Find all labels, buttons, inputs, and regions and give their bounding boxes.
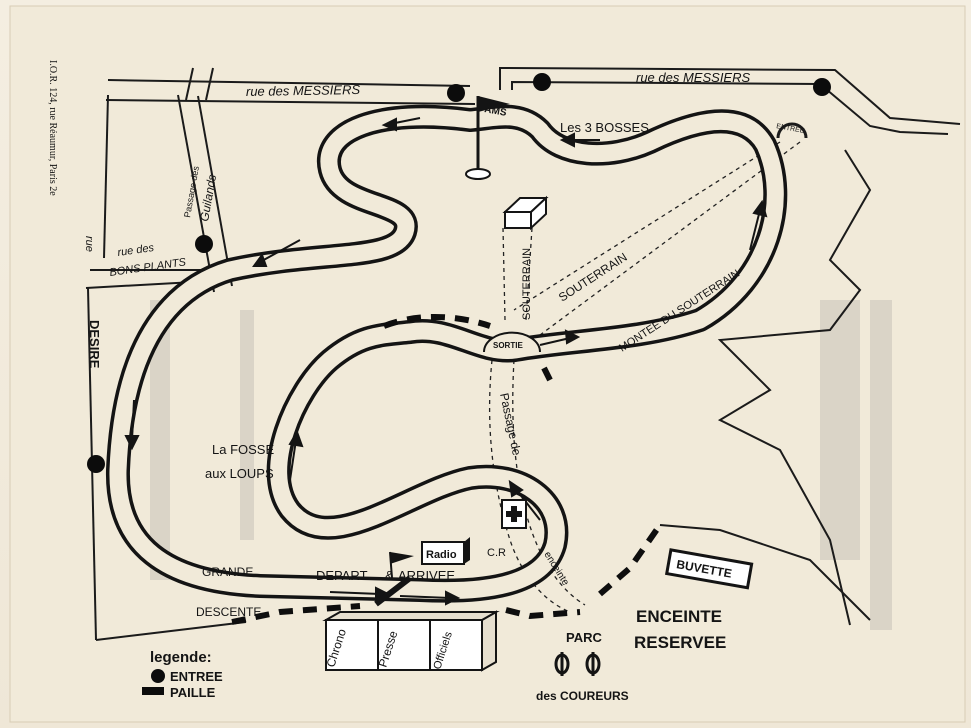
entree-dot bbox=[813, 78, 831, 96]
place-label: ARRIVEE bbox=[398, 568, 455, 583]
legend-paille-symbol bbox=[142, 687, 164, 695]
street-label: rue bbox=[83, 236, 95, 252]
place-label: RESERVEE bbox=[634, 633, 726, 652]
legend-paille: PAILLE bbox=[170, 685, 216, 700]
legend-title: legende: bbox=[150, 649, 212, 666]
place-label: DEPART bbox=[316, 568, 368, 583]
radio-booth bbox=[421, 537, 470, 565]
place-label: aux LOUPS bbox=[205, 466, 274, 481]
place-label: AMS bbox=[483, 104, 507, 119]
direction-arrows bbox=[124, 117, 768, 606]
entree-dot bbox=[87, 455, 105, 473]
entree-dot bbox=[533, 73, 551, 91]
sortie-arch bbox=[483, 331, 541, 353]
street-label: rue des MESSIERS bbox=[636, 70, 750, 85]
legend-entree-symbol bbox=[151, 669, 165, 683]
place-label: SORTIE bbox=[493, 341, 523, 350]
street-label: rue des MESSIERS bbox=[246, 82, 361, 99]
place-label: Les 3 BOSSES bbox=[560, 120, 649, 135]
house-icon bbox=[502, 195, 549, 231]
start-line bbox=[374, 575, 412, 607]
first-aid-icon bbox=[501, 499, 527, 529]
place-label: La FOSSE bbox=[212, 442, 274, 457]
bike-icons bbox=[554, 652, 601, 676]
souterrain-lines bbox=[488, 141, 801, 613]
street-label: DESIRE bbox=[87, 320, 102, 369]
buvette-sign bbox=[664, 548, 754, 590]
place-label: PARC bbox=[566, 630, 602, 645]
street-lines bbox=[85, 66, 961, 641]
legend-entree: ENTREE bbox=[170, 669, 223, 684]
place-label: ENCEINTE bbox=[636, 607, 722, 626]
place-label: Radio bbox=[426, 549, 457, 561]
start-flag bbox=[389, 551, 414, 579]
paille-barriers bbox=[231, 313, 663, 625]
circuit-track-inner bbox=[109, 108, 784, 600]
entree-dot bbox=[447, 84, 465, 102]
place-label: GRANDE bbox=[202, 565, 253, 579]
show-through bbox=[150, 300, 892, 630]
street-label: rue des bbox=[117, 242, 155, 259]
entree-gate bbox=[776, 122, 808, 139]
place-label: C.R bbox=[487, 547, 506, 559]
entree-dot bbox=[195, 235, 213, 253]
place-label: & bbox=[385, 568, 394, 583]
place-label: SOUTERRAIN bbox=[521, 248, 533, 320]
place-label: ENTREE bbox=[776, 123, 806, 135]
imprint-text: I.O.R. 124, rue Réaumur, Paris 2e bbox=[47, 60, 58, 196]
ams-flag bbox=[465, 96, 510, 180]
place-label: DESCENTE bbox=[196, 605, 261, 619]
entree-markers bbox=[87, 73, 831, 473]
stands-building bbox=[322, 610, 500, 672]
place-label: des COUREURS bbox=[536, 689, 629, 703]
